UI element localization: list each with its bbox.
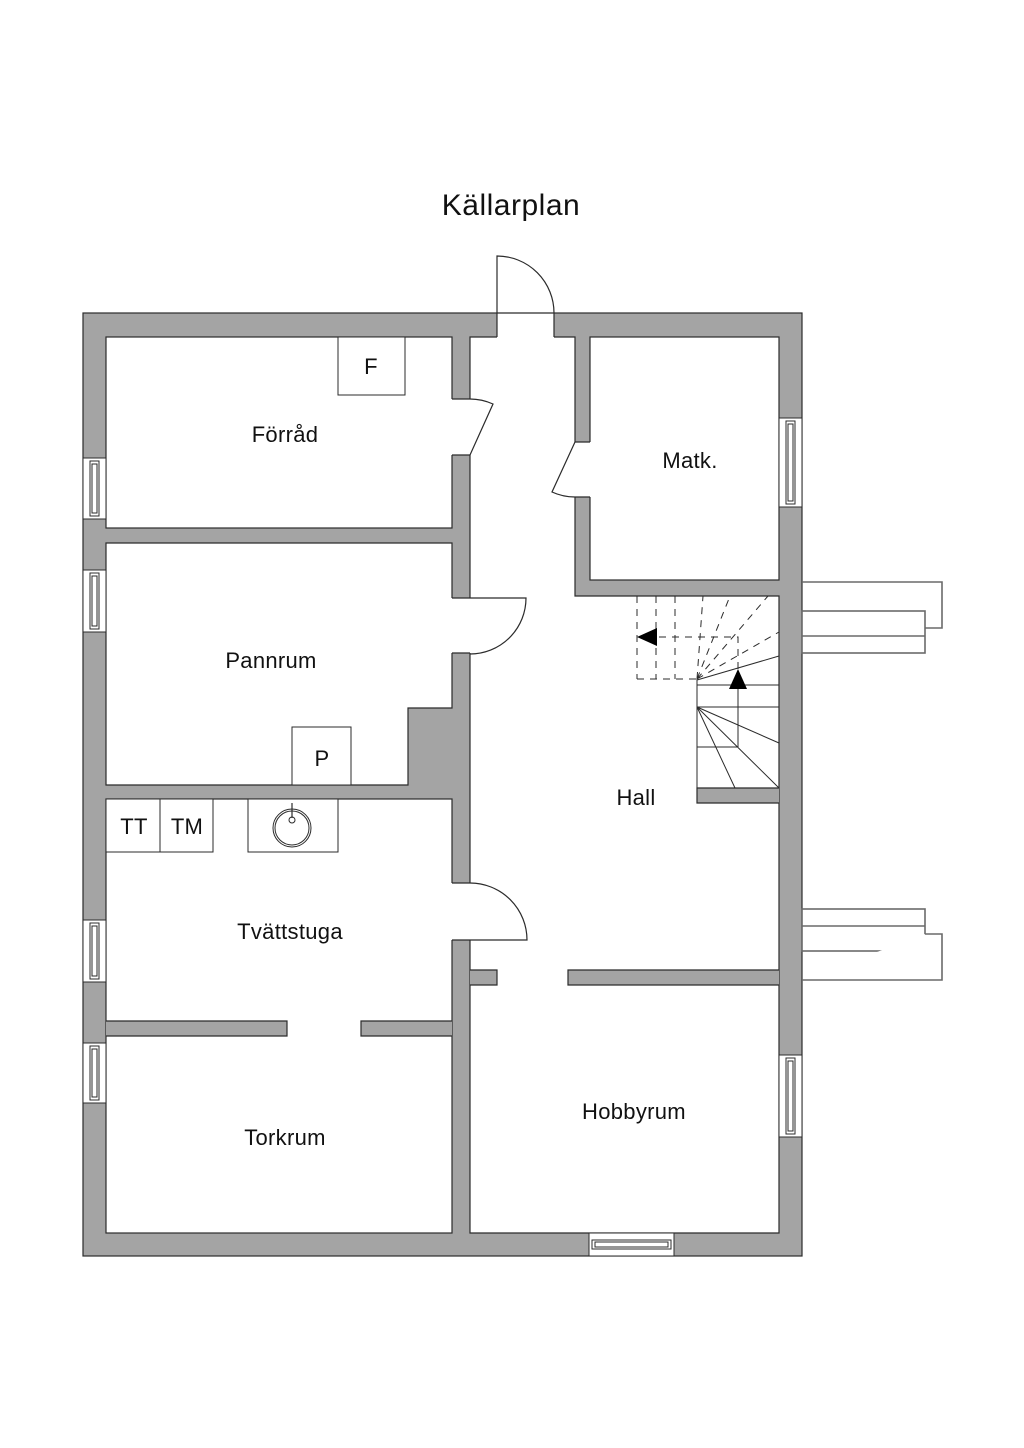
fixture-boiler-label: P	[315, 746, 330, 771]
windows	[82, 417, 803, 1257]
interior-stair	[636, 595, 780, 789]
fixture-tumble-dryer: TT	[105, 798, 161, 853]
doors	[451, 255, 591, 941]
exterior-steps-upper	[801, 581, 943, 654]
matk-door-swing-icon	[551, 441, 591, 498]
fixture-washing-machine: TM	[159, 798, 214, 853]
room-label-tvattstuga: Tvättstuga	[237, 919, 343, 944]
fixture-tumble-dryer-label: TT	[120, 814, 147, 839]
stair-up-arrow-icon	[729, 669, 747, 689]
room-pannrum-area	[105, 542, 453, 786]
room-areas	[105, 336, 780, 1234]
window-icon	[778, 1054, 803, 1138]
window-icon	[778, 417, 803, 508]
room-hall-hobbyrum-area	[469, 336, 780, 1234]
tvattstuga-door-swing-icon	[451, 882, 528, 941]
room-matk-area	[589, 336, 780, 581]
window-icon	[588, 1232, 675, 1257]
room-label-hall: Hall	[616, 785, 655, 810]
window-icon	[82, 919, 107, 983]
room-label-pannrum: Pannrum	[225, 648, 316, 673]
plan-title: Källarplan	[442, 189, 580, 222]
fixture-freezer: F	[337, 336, 406, 396]
room-label-torkrum: Torkrum	[244, 1125, 326, 1150]
fixture-boiler: P	[291, 726, 352, 786]
exterior-steps-lower	[801, 908, 943, 981]
room-label-forrad: Förråd	[252, 422, 319, 447]
fixture-freezer-label: F	[364, 354, 378, 379]
pannrum-door-swing-icon	[451, 597, 527, 655]
room-label-hobbyrum: Hobbyrum	[582, 1099, 686, 1124]
sink-icon	[247, 798, 339, 853]
stair-direction-arrow-icon	[637, 628, 657, 646]
fixture-washing-machine-label: TM	[171, 814, 203, 839]
room-label-matk: Matk.	[662, 448, 717, 473]
interior-walls	[106, 787, 779, 1037]
window-icon	[82, 457, 107, 520]
window-icon	[82, 569, 107, 633]
room-tvattstuga-torkrum-area	[105, 798, 453, 1234]
room-labels: Förråd Pannrum Matk. Hall Tvättstuga Tor…	[225, 422, 717, 1150]
entrance-door-swing-icon	[496, 255, 555, 338]
forrad-door-swing-icon	[451, 398, 494, 456]
window-icon	[82, 1042, 107, 1104]
